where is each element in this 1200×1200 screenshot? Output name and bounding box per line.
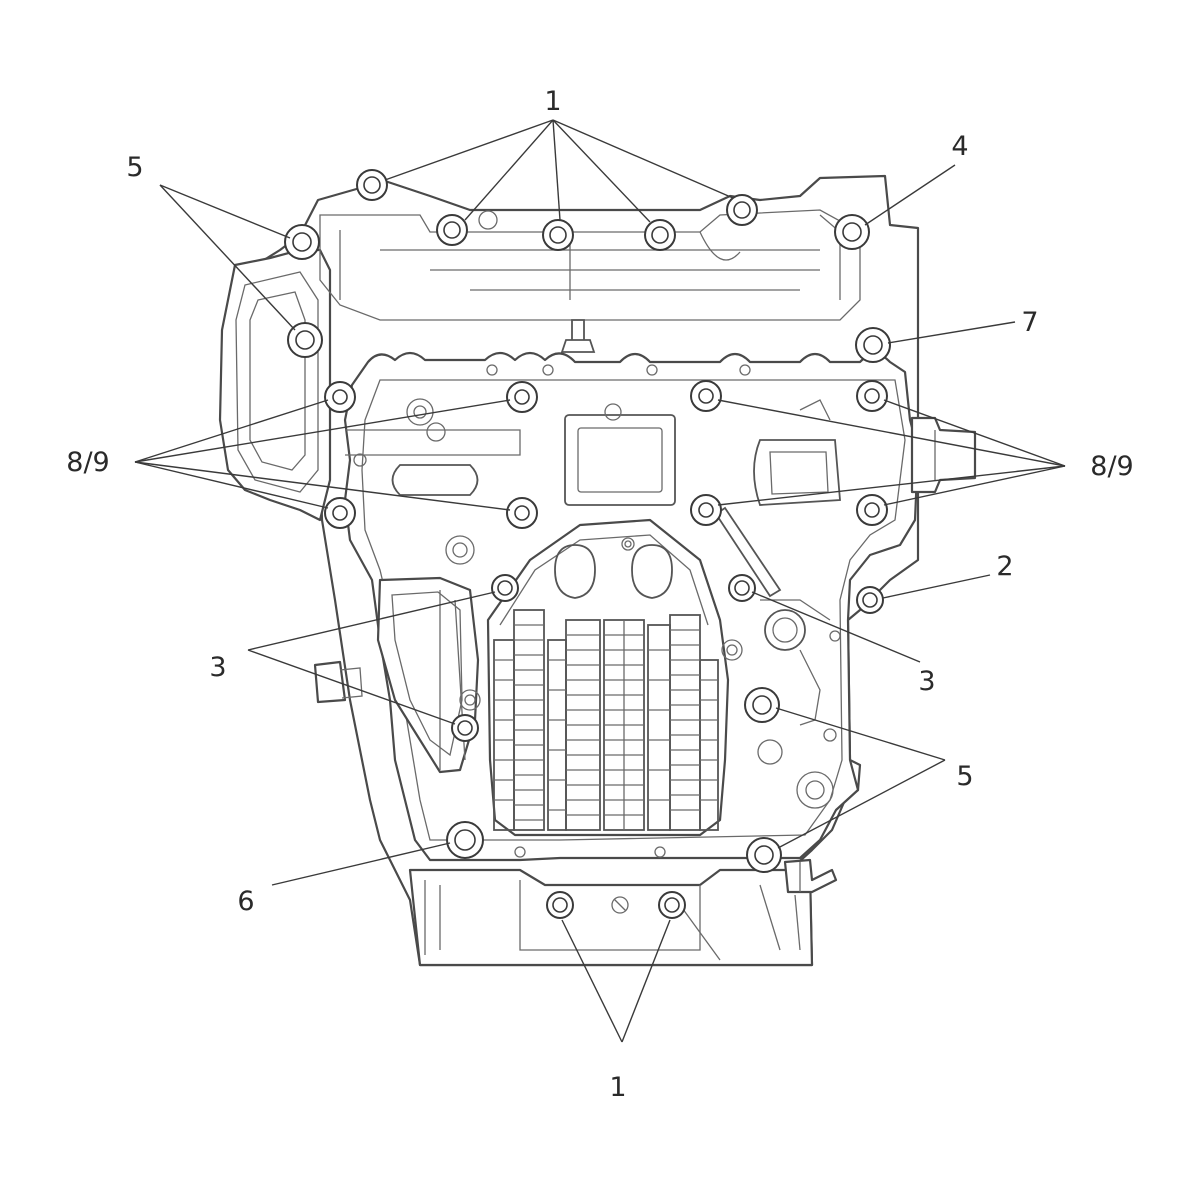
bolt-1 [542,219,574,251]
bolt-8-9 [324,381,356,413]
bolt-8-9 [506,381,538,413]
callout-1-bottom: 1 [609,1072,626,1103]
leader-lines [134,119,1066,1043]
callout-3-left: 3 [209,652,226,683]
bolt-4 [834,214,870,250]
callout-2: 2 [996,551,1013,582]
callout-8-9-right: 8/9 [1090,451,1133,482]
bolt-8-9 [506,497,538,529]
callout-labels: 1 5 4 7 8/9 8/9 2 3 3 5 6 1 [66,86,1133,1103]
bolt-8-9 [324,497,356,529]
callout-3-right: 3 [918,666,935,697]
callout-7: 7 [1021,307,1038,338]
bolt-5 [746,837,782,873]
bolt-3 [491,574,519,602]
bolt-1 [644,219,676,251]
bolts [284,169,891,919]
callout-8-9-left: 8/9 [66,447,109,478]
bolt-2 [856,586,884,614]
gear-stack-3 [603,619,645,831]
callout-6: 6 [237,886,254,917]
bolt-1 [436,214,468,246]
bolt-6 [446,821,484,859]
bolt-1 [546,891,574,919]
bolt-1 [356,169,388,201]
bolt-5 [284,224,320,260]
gear-stack-2 [547,619,601,831]
callout-4: 4 [951,131,968,162]
bolt-8-9 [690,380,722,412]
bolt-8-9 [856,494,888,526]
bolt-8-9 [856,380,888,412]
bolt-5 [287,322,323,358]
transmission-gears [493,544,719,831]
crankcase-illustration [218,174,977,967]
bolt-3 [451,714,479,742]
bolt-8-9 [690,494,722,526]
bolt-1 [658,891,686,919]
bolt-7 [855,327,891,363]
bolt-3 [728,574,756,602]
callout-1-top: 1 [544,86,561,117]
gear-stack-1 [493,609,545,831]
callout-5-right: 5 [956,761,973,792]
callout-5-top-left: 5 [126,152,143,183]
gear-stack-4 [647,614,719,831]
bolt-5 [744,687,780,723]
bolt-1 [726,194,758,226]
